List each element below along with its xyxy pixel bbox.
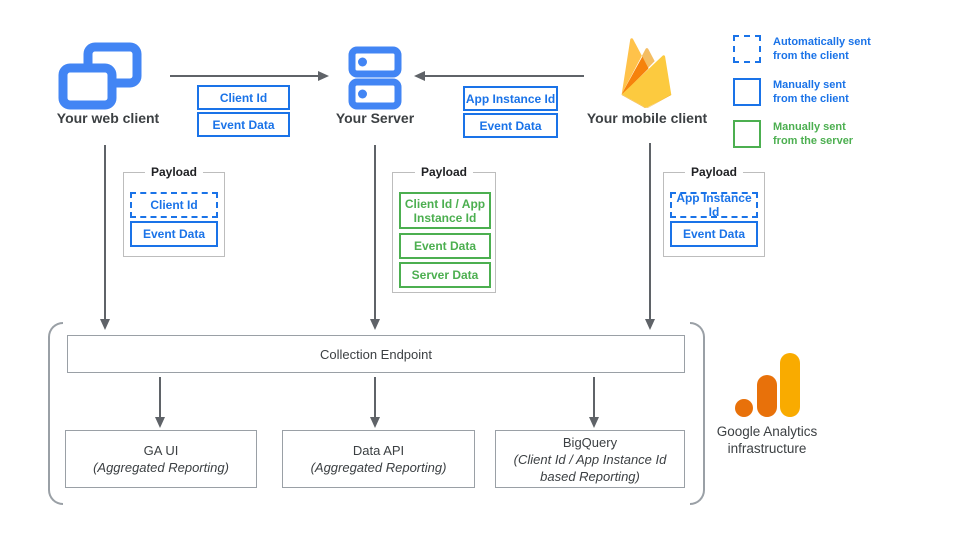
web-client-icon bbox=[58, 42, 142, 115]
flow-pill-app-instance-id: App Instance Id bbox=[463, 86, 558, 111]
google-analytics-logo-icon bbox=[726, 349, 802, 424]
web-client-label: Your web client bbox=[56, 110, 160, 126]
flow-pill-event-data: Event Data bbox=[463, 113, 558, 138]
payload-item-event-data: Event Data bbox=[130, 221, 218, 247]
bigquery-title: BigQuery bbox=[562, 434, 618, 450]
ga-ui-subtitle: (Aggregated Reporting) bbox=[93, 460, 229, 475]
legend-swatch-manual-client bbox=[733, 78, 761, 106]
legend-label-manual-server: Manually sent from the server bbox=[773, 121, 854, 147]
arrow-endpoint-to-bigquery bbox=[593, 377, 595, 418]
google-analytics-infrastructure-label: Google Analytics infrastructure bbox=[716, 424, 818, 456]
infrastructure-bracket-right bbox=[690, 322, 705, 505]
bigquery-subtitle: (Client Id / App Instance Id based Repor… bbox=[513, 451, 667, 484]
ga-ui-title: GA UI bbox=[143, 443, 179, 458]
payload-item-client-id: Client Id bbox=[130, 192, 218, 218]
payload-item-server-data: Server Data bbox=[399, 262, 491, 288]
payload-item-app-instance-id: App Instance Id bbox=[670, 191, 758, 219]
payload-item-event-data: Event Data bbox=[670, 221, 758, 247]
legend-swatch-auto-client bbox=[733, 35, 761, 63]
data-api-box: Data API (Aggregated Reporting) bbox=[282, 430, 475, 488]
server-icon bbox=[348, 46, 402, 115]
arrow-web-to-server bbox=[170, 75, 319, 77]
arrow-web-to-endpoint bbox=[104, 145, 106, 320]
legend-label-manual-client: Manually sent from the client bbox=[773, 79, 849, 105]
legend-swatch-manual-server bbox=[733, 120, 761, 148]
arrow-mobile-to-server bbox=[424, 75, 584, 77]
data-api-subtitle: (Aggregated Reporting) bbox=[310, 460, 447, 475]
data-api-title: Data API bbox=[352, 443, 405, 458]
payload-title: Payload bbox=[144, 165, 204, 179]
infrastructure-bracket-left bbox=[48, 322, 63, 505]
ga-ui-box: GA UI (Aggregated Reporting) bbox=[65, 430, 257, 488]
arrow-endpoint-to-ga-ui bbox=[159, 377, 161, 418]
bigquery-box: BigQuery (Client Id / App Instance Id ba… bbox=[495, 430, 685, 488]
payload-item-event-data: Event Data bbox=[399, 233, 491, 259]
payload-box-server: Payload Client Id / App Instance Id Even… bbox=[392, 165, 496, 293]
flow-pill-event-data: Event Data bbox=[197, 112, 290, 137]
legend-label-auto-client: Automatically sent from the client bbox=[773, 36, 871, 62]
collection-endpoint-box: Collection Endpoint bbox=[67, 335, 685, 373]
firebase-flame-icon bbox=[621, 38, 673, 113]
mobile-client-label: Your mobile client bbox=[586, 110, 708, 126]
payload-title: Payload bbox=[684, 165, 744, 179]
flow-pill-client-id: Client Id bbox=[197, 85, 290, 110]
arrow-mobile-to-endpoint bbox=[649, 143, 651, 320]
payload-box-web: Payload Client Id Event Data bbox=[123, 165, 225, 257]
server-label: Your Server bbox=[335, 110, 415, 126]
arrow-server-to-endpoint bbox=[374, 145, 376, 320]
collection-endpoint-label: Collection Endpoint bbox=[319, 346, 433, 362]
payload-item-client-app-id: Client Id / App Instance Id bbox=[399, 192, 491, 229]
payload-box-mobile: Payload App Instance Id Event Data bbox=[663, 165, 765, 257]
payload-title: Payload bbox=[414, 165, 474, 179]
arrow-endpoint-to-data-api bbox=[374, 377, 376, 418]
